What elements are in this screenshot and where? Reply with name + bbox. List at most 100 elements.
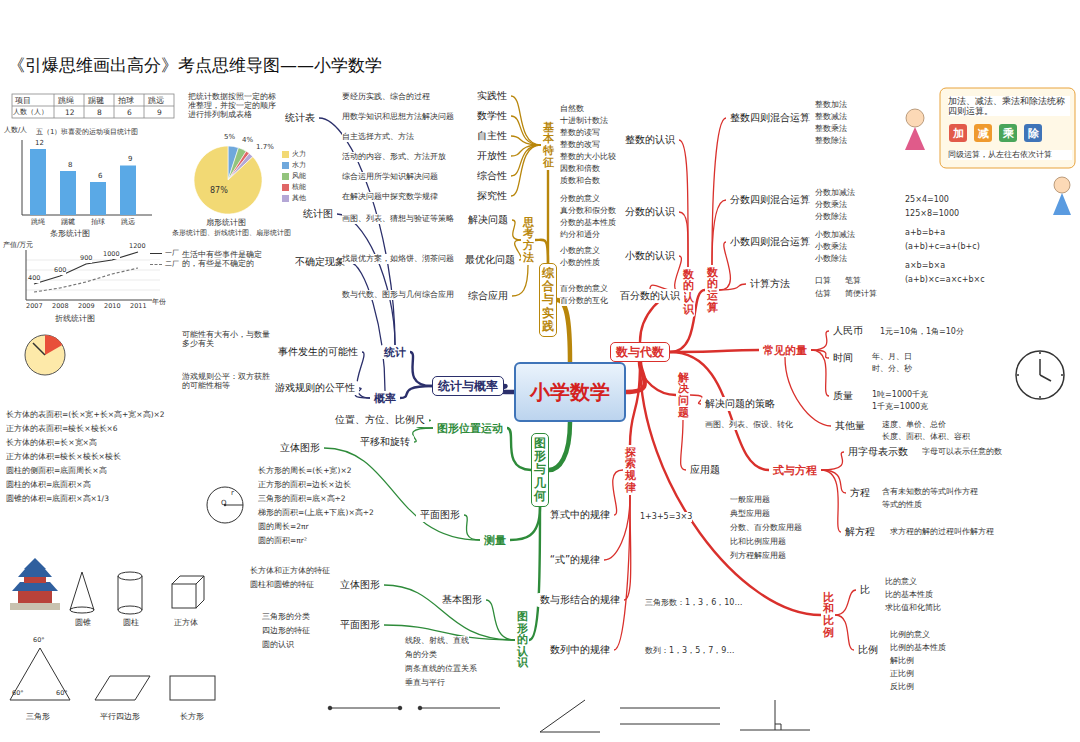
note-text: 分数的意义 xyxy=(560,194,600,204)
note-text: 加 xyxy=(953,127,964,140)
branch-connector xyxy=(549,422,570,470)
branch-connector xyxy=(511,145,541,176)
legend-text: 核能 xyxy=(292,183,306,191)
line-chart-part xyxy=(26,250,160,300)
topic-text: 解方程 xyxy=(845,526,875,538)
topic: 整数四则混合运算 xyxy=(726,111,814,125)
note-text: 600 xyxy=(54,267,66,275)
note-text: O xyxy=(221,499,227,507)
main-branch: 图形与几何 xyxy=(531,433,549,507)
topic-text: 数与代数 xyxy=(616,345,664,359)
cartoon-panel-part xyxy=(905,127,925,150)
note-text: 百分数的意义 xyxy=(560,284,608,294)
note-text: 分数、百分数应用题 xyxy=(730,523,802,533)
note-text: 拍球 xyxy=(91,218,105,226)
topic: 不确定现象 xyxy=(291,255,349,269)
note-text: 五（1）班喜爱的运动项目统计图 xyxy=(36,128,138,136)
note-text: 2009 xyxy=(78,303,95,311)
topic: 应用题 xyxy=(686,463,724,477)
topic-text: 数的认识 xyxy=(683,269,694,315)
topic-text: 数列中的规律 xyxy=(550,644,610,656)
plane-figures-part xyxy=(10,648,70,700)
topic-text: 探索规律 xyxy=(625,447,636,493)
branch-connector xyxy=(640,362,676,395)
note-text: 圆的面积=πr² xyxy=(258,536,307,545)
note-text: 60° xyxy=(33,637,45,645)
temple-illustration-part xyxy=(18,569,52,577)
topic: 质量 xyxy=(829,389,857,403)
clock-illustration-part xyxy=(1039,396,1041,398)
line-figures-part xyxy=(620,708,720,709)
topic: 立体图形 xyxy=(276,441,324,455)
note-text: 900 xyxy=(80,255,92,263)
topic: 整数的认识 xyxy=(621,133,679,147)
topic-text: 计算方法 xyxy=(750,278,790,290)
line-chart-part xyxy=(26,260,160,290)
bar-chart-part xyxy=(30,149,46,215)
note-text: 1千克=1000克 xyxy=(872,402,928,412)
branch-connector xyxy=(529,507,540,640)
note-text: 1200 xyxy=(129,243,146,251)
note-text: 跳远 xyxy=(121,218,135,226)
solid-figures-part xyxy=(118,576,119,610)
note-text: 把统计数据按照一定的标准整理，并按一定的顺序进行排列制成表格 xyxy=(188,92,276,119)
topic: 位置、方位、比例尺 xyxy=(331,413,429,427)
bar-chart-part xyxy=(60,171,76,215)
topic-text: 开放性 xyxy=(477,150,507,162)
data-table-part xyxy=(54,94,55,118)
topic: “式”的规律 xyxy=(546,553,604,567)
branch-topic: 测量 xyxy=(480,533,510,548)
note-text: 25×4=100 xyxy=(905,195,949,205)
topic-text: 图形位置运动 xyxy=(437,422,503,435)
clock-illustration-part xyxy=(1040,375,1051,381)
legend-text: 一厂 xyxy=(165,249,179,257)
topic-text: 常见的量 xyxy=(763,344,807,357)
note-text: 整数的读写 xyxy=(560,128,600,138)
note-text: 活动的内容、形式、方法开放 xyxy=(342,152,458,162)
topic: 数与形结合的规律 xyxy=(536,593,624,607)
note-text: 2011 xyxy=(130,303,147,311)
note-text: 产值/万元 xyxy=(3,241,33,249)
note-text: a+b=b+a xyxy=(905,228,945,238)
topic-text: 统计图 xyxy=(303,208,333,220)
note-text: 拍球 xyxy=(118,96,134,105)
circle-figure xyxy=(207,487,243,523)
plane-figures xyxy=(10,648,215,700)
note-text: 简便计算 xyxy=(845,289,877,299)
branch-connector xyxy=(712,200,726,265)
cartoon-panel-part xyxy=(949,124,967,142)
temple-illustration-part xyxy=(24,558,46,569)
topic-text: 平面图形 xyxy=(340,619,380,631)
note-text: 整数的改写 xyxy=(560,140,600,150)
note-text: 反比例 xyxy=(890,682,914,692)
legend-item: 水力 xyxy=(282,161,306,169)
branch-connector xyxy=(557,300,570,362)
note-text: 1.7% xyxy=(256,143,274,151)
legend-item: 一厂 xyxy=(150,249,179,257)
branch-connector xyxy=(413,428,433,442)
note-text: 12 xyxy=(35,139,44,147)
topic-text: 基本特征 xyxy=(543,122,554,168)
spinner-illustration-part xyxy=(45,335,62,355)
bar-chart-part xyxy=(22,140,152,215)
topic: 算式中的规律 xyxy=(546,508,614,522)
topic: 事件发生的可能性 xyxy=(274,345,362,359)
note-text: 跳绳 xyxy=(31,218,45,226)
branch-connector xyxy=(511,145,541,196)
note-text: 87% xyxy=(210,186,228,196)
topic-text: 数的运算 xyxy=(707,267,718,313)
data-table-part xyxy=(84,94,85,118)
topic: 最优化问题 xyxy=(461,253,519,267)
note-text: 一般应用题 xyxy=(730,495,770,505)
topic-text: 统计与概率 xyxy=(438,379,498,393)
solid-figures-part xyxy=(172,584,196,608)
branch-connector xyxy=(512,220,521,240)
line-figures-part xyxy=(620,724,720,725)
branch-connector xyxy=(511,116,541,145)
note-text: 正方形的面积=边长×边长 xyxy=(258,480,351,489)
branch-connector xyxy=(670,352,769,470)
topic-text: 探究性 xyxy=(477,190,507,202)
note-text: 圆锥的体积=底面积×高×1/3 xyxy=(6,494,109,503)
branch-topic: 统计 xyxy=(380,345,410,360)
note-text: 分数加减法 xyxy=(815,188,855,198)
